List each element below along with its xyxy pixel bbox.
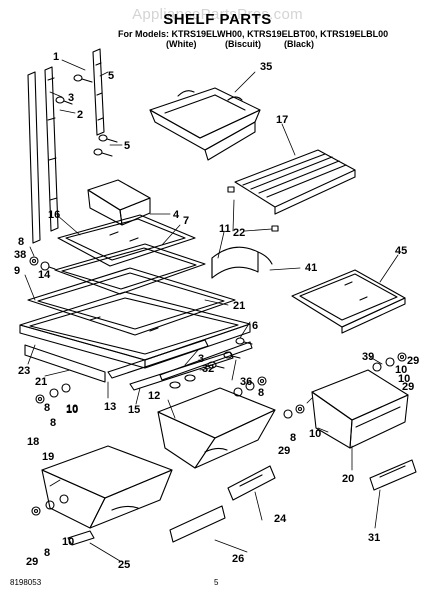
- callout-3: 3: [68, 92, 74, 104]
- models-line: For Models: KTRS19ELWH00, KTRS19ELBT00, …: [118, 29, 388, 39]
- variant-biscuit: (Biscuit): [225, 39, 261, 49]
- fasteners-middle: [234, 377, 304, 418]
- callout-7: 7: [183, 215, 189, 227]
- callout-19: 19: [42, 451, 54, 463]
- wire-shelf-17: [235, 150, 355, 214]
- callout-10b: 10: [398, 373, 410, 385]
- callout-36: 36: [240, 376, 252, 388]
- callout-29c: 29: [278, 445, 290, 457]
- callout-22: 22: [233, 227, 245, 239]
- models-prefix: For Models:: [118, 29, 169, 39]
- tray-35: [150, 88, 260, 160]
- callout-3b: 3: [198, 353, 204, 365]
- bin-4: [88, 180, 150, 225]
- handle-31: [370, 460, 416, 490]
- callout-29b: 29: [402, 381, 414, 393]
- callout-8: 8: [18, 236, 24, 248]
- callout-21: 21: [233, 300, 245, 312]
- callout-10: 10: [395, 364, 407, 376]
- screws-3: [56, 97, 72, 104]
- callout-45: 45: [395, 245, 407, 257]
- clips-22: [228, 187, 278, 231]
- crisper-cover-11: [212, 247, 272, 278]
- callout-21b: 21: [35, 376, 47, 388]
- callout-2: 2: [77, 109, 83, 121]
- callout-23: 23: [18, 365, 30, 377]
- model-biscuit: KTRS19ELBT00,: [247, 29, 318, 39]
- callout-10c: 10: [66, 403, 78, 415]
- crisper-drawer-10: [312, 370, 408, 448]
- callout-5: 5: [108, 70, 114, 82]
- callout-39: 39: [362, 351, 374, 363]
- variant-white: (White): [166, 39, 197, 49]
- variant-black: (Black): [284, 39, 315, 49]
- callout-12: 12: [148, 390, 160, 402]
- callout-labels: 1 5 3 2 5 35 17 16 4 7 11 22 8 38 14 9 4…: [14, 51, 419, 571]
- shelf-assembly-9: [20, 268, 250, 368]
- handle-24: [228, 466, 275, 500]
- callout-6: 6: [252, 320, 258, 332]
- rails: [25, 340, 252, 390]
- shelf-support-rails: [28, 49, 104, 243]
- shelf-frame-7: [55, 244, 205, 294]
- callout-38: 38: [14, 249, 26, 261]
- callout-29: 29: [407, 355, 419, 367]
- callout-5b: 5: [124, 140, 130, 152]
- callout-10e: 10: [309, 428, 321, 440]
- callout-8e: 8: [290, 432, 296, 444]
- callout-41: 41: [305, 262, 317, 274]
- callout-25: 25: [118, 559, 130, 571]
- callout-4: 4: [173, 209, 180, 221]
- callout-11: 11: [219, 223, 231, 235]
- fasteners-left: [30, 257, 70, 515]
- small-parts: [170, 338, 252, 388]
- callout-32: 32: [202, 363, 214, 375]
- callout-26: 26: [232, 553, 244, 565]
- clip-25: [68, 531, 94, 545]
- handle-26: [170, 506, 225, 542]
- callout-16: 16: [48, 209, 60, 221]
- callout-8f: 8: [44, 547, 50, 559]
- callout-10d: 10: [66, 404, 78, 416]
- crisper-drawer-12: [158, 388, 275, 468]
- watermark: AppliancePartsPros.com: [132, 6, 303, 23]
- callout-20: 20: [342, 473, 354, 485]
- callout-8c: 8: [44, 402, 50, 414]
- callout-24: 24: [274, 513, 287, 525]
- glass-shelf-45: [292, 270, 405, 333]
- callout-14: 14: [38, 269, 51, 281]
- model-white: KTRS19ELWH00,: [171, 29, 245, 39]
- callout-9: 9: [14, 265, 20, 277]
- model-black: KTRS19ELBL00: [320, 29, 389, 39]
- callout-31: 31: [368, 532, 380, 544]
- crisper-drawer-19: [42, 446, 172, 528]
- callout-13: 13: [104, 401, 116, 413]
- callout-8d: 8: [50, 417, 56, 429]
- leader-lines: [25, 60, 398, 561]
- callout-10f: 10: [62, 536, 74, 548]
- callout-35: 35: [260, 61, 272, 73]
- page-number: 5: [214, 578, 219, 587]
- callout-15: 15: [128, 404, 140, 416]
- callout-29d: 29: [26, 556, 38, 568]
- callout-18: 18: [27, 436, 39, 448]
- callout-8b: 8: [258, 387, 264, 399]
- glass-shelf-16: [58, 215, 195, 266]
- screws-5: [74, 75, 117, 156]
- fasteners-right: [373, 353, 406, 371]
- callout-17: 17: [276, 114, 288, 126]
- callout-1: 1: [53, 51, 59, 63]
- doc-number: 8198053: [10, 578, 42, 587]
- page-title: SHELF PARTS: [163, 11, 272, 28]
